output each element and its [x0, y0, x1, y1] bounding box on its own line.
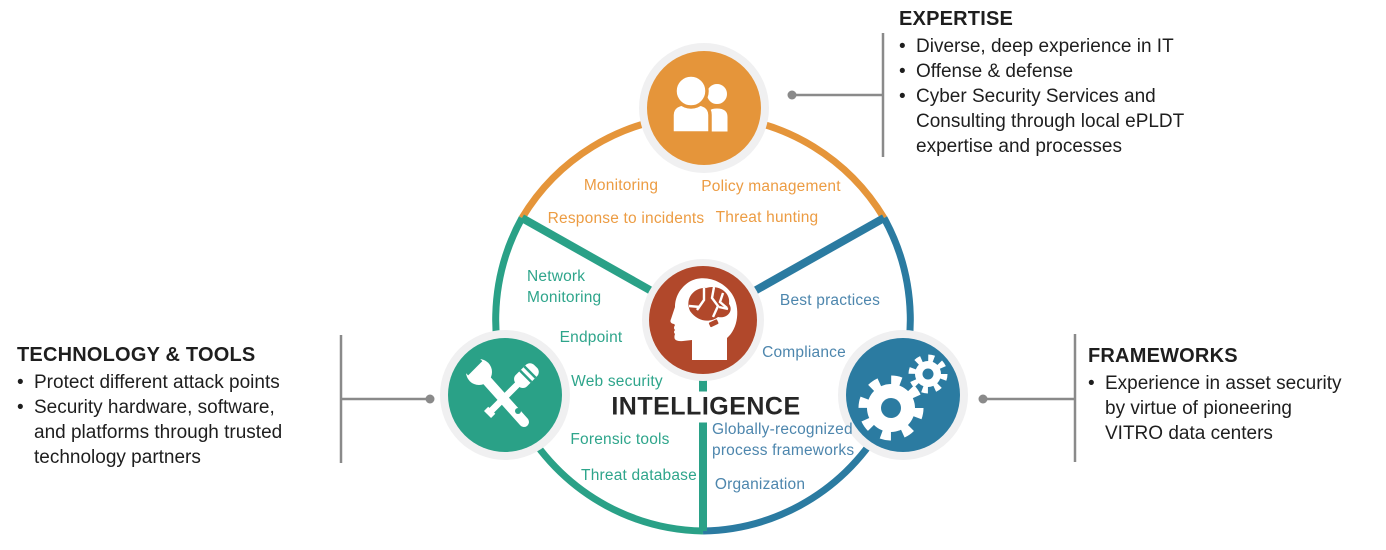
wheel-label-endpoint: Endpoint	[559, 329, 623, 346]
bullet-item: • Security hardware, software, and platf…	[17, 395, 347, 470]
brain-head-icon	[670, 278, 738, 360]
technology-heading: TECHNOLOGY & TOOLS	[17, 344, 256, 366]
person-back-head	[704, 81, 730, 107]
wheel-label-threat-hunting: Threat hunting	[715, 209, 819, 226]
gear-large-teeth	[858, 375, 924, 441]
person-front-head	[673, 73, 709, 109]
wheel-label-response-to-incidents: Response to incidents	[547, 210, 705, 227]
wheel-label-best-practices: Best practices	[779, 292, 881, 309]
expertise-heading: EXPERTISE	[899, 8, 1014, 30]
connector-frameworks	[978, 334, 1077, 462]
wheel-label-web-security: Web security	[571, 373, 663, 390]
wheel-label-threat-database: Threat database	[581, 467, 697, 484]
wheel-label-organization: Organization	[714, 476, 806, 493]
wheel-label-policy-management: Policy management	[701, 178, 841, 195]
bullet-dot: •	[899, 36, 906, 57]
screwdriver-grip-stripe	[519, 369, 533, 383]
bullet-text: Experience in asset security by virtue o…	[1105, 373, 1342, 444]
bullet-dot: •	[1088, 373, 1095, 394]
screwdriver-grip-stripe	[523, 365, 537, 379]
bullet-text: Protect different attack points	[34, 372, 280, 393]
intelligence-label: INTELLIGENCE	[606, 391, 806, 423]
brain-shape	[688, 286, 731, 321]
bullet-item: • Protect different attack points	[17, 370, 347, 395]
brain-fissures	[688, 286, 729, 318]
wheel-label-compliance: Compliance	[762, 344, 846, 361]
bullet-text: Cyber Security Services and Consulting t…	[916, 86, 1185, 157]
connector-technology	[339, 335, 435, 463]
people-icon	[670, 73, 731, 135]
bullet-item: • Experience in asset security by virtue…	[1088, 371, 1383, 446]
bullet-item: • Diverse, deep experience in IT	[899, 34, 1249, 59]
wheel-label-network-monitoring: Network Monitoring	[527, 268, 602, 306]
gear-small-hole	[922, 368, 934, 380]
bullet-text: Offense & defense	[916, 61, 1074, 82]
connector-expertise	[787, 33, 885, 157]
tools-icon	[459, 352, 539, 427]
brain-fragment	[708, 319, 719, 328]
frameworks-callout: FRAMEWORKS • Experience in asset securit…	[1088, 345, 1383, 446]
gear-large-hole	[881, 398, 901, 418]
wrench-hole	[515, 408, 521, 414]
bullet-dot: •	[899, 61, 906, 82]
wheel-label-process-frameworks: Globally-recognized process frameworks	[712, 421, 855, 459]
bullet-item: • Offense & defense	[899, 59, 1249, 84]
bullet-text: Diverse, deep experience in IT	[916, 36, 1174, 57]
bullet-dot: •	[899, 86, 906, 107]
wrench-jaw-notch	[459, 352, 483, 376]
expertise-callout: EXPERTISE • Diverse, deep experience in …	[899, 8, 1249, 159]
bullet-text: Security hardware, software, and platfor…	[34, 397, 283, 468]
bullet-dot: •	[17, 372, 24, 393]
connector-dot	[425, 394, 435, 404]
screwdriver-shaft	[486, 381, 521, 416]
wheel-label-forensic-tools: Forensic tools	[570, 431, 670, 448]
screwdriver	[483, 363, 539, 419]
frameworks-heading: FRAMEWORKS	[1088, 345, 1238, 367]
screwdriver-tip	[483, 406, 496, 419]
technology-callout: TECHNOLOGY & TOOLS • Protect different a…	[17, 344, 347, 470]
bullet-item: • Cyber Security Services and Consulting…	[899, 84, 1249, 159]
connector-dot	[978, 394, 988, 404]
bullet-dot: •	[17, 397, 24, 418]
gear-small-teeth	[908, 354, 948, 394]
gears-icon	[858, 354, 948, 441]
wheel-label-monitoring: Monitoring	[583, 177, 659, 194]
connector-dot	[787, 90, 797, 100]
